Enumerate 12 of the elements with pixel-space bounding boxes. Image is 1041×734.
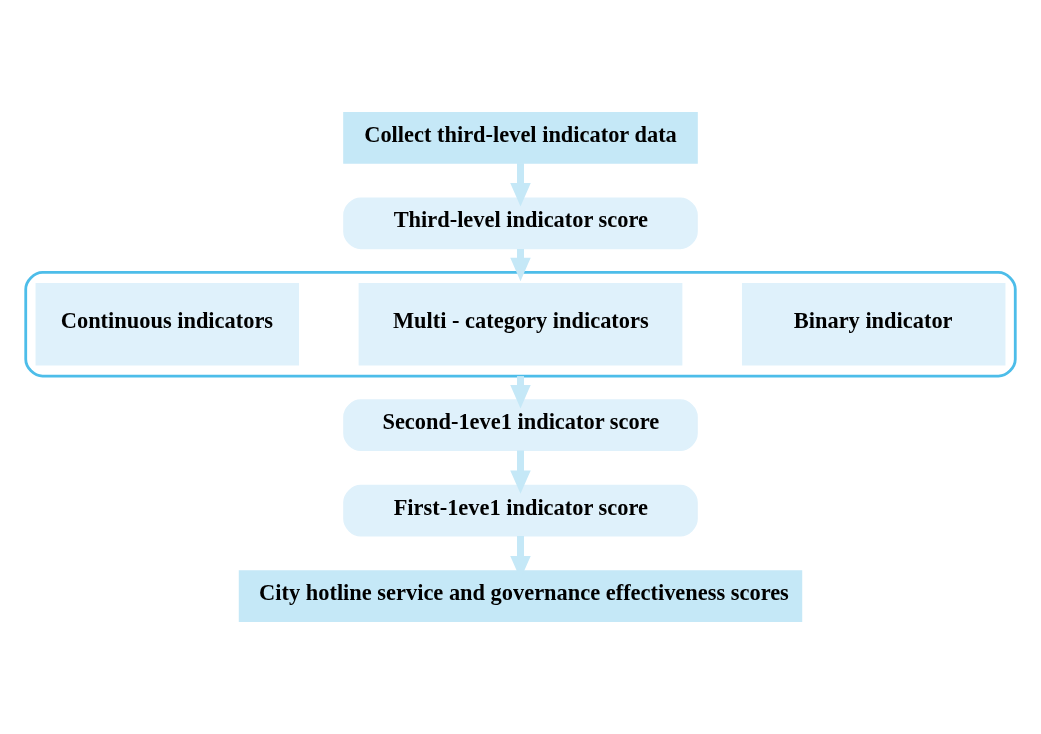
arrow xyxy=(510,249,531,282)
node-box: Second-1eve1 indicator score xyxy=(343,399,698,452)
node-box: City hotline service and governance effectiveness scores xyxy=(238,570,803,623)
node-box: Binary indicator xyxy=(741,282,1006,366)
node-box: Collect third-level indicator data xyxy=(343,111,698,164)
arrow xyxy=(510,450,531,494)
node-box: Multi - category indicators xyxy=(358,282,683,366)
node-box: Continuous indicators xyxy=(35,282,300,366)
node-box: Third-level indicator score xyxy=(343,197,698,250)
arrow xyxy=(510,163,531,207)
cluster xyxy=(24,271,1017,378)
node-box: First-1eve1 indicator score xyxy=(343,484,698,537)
